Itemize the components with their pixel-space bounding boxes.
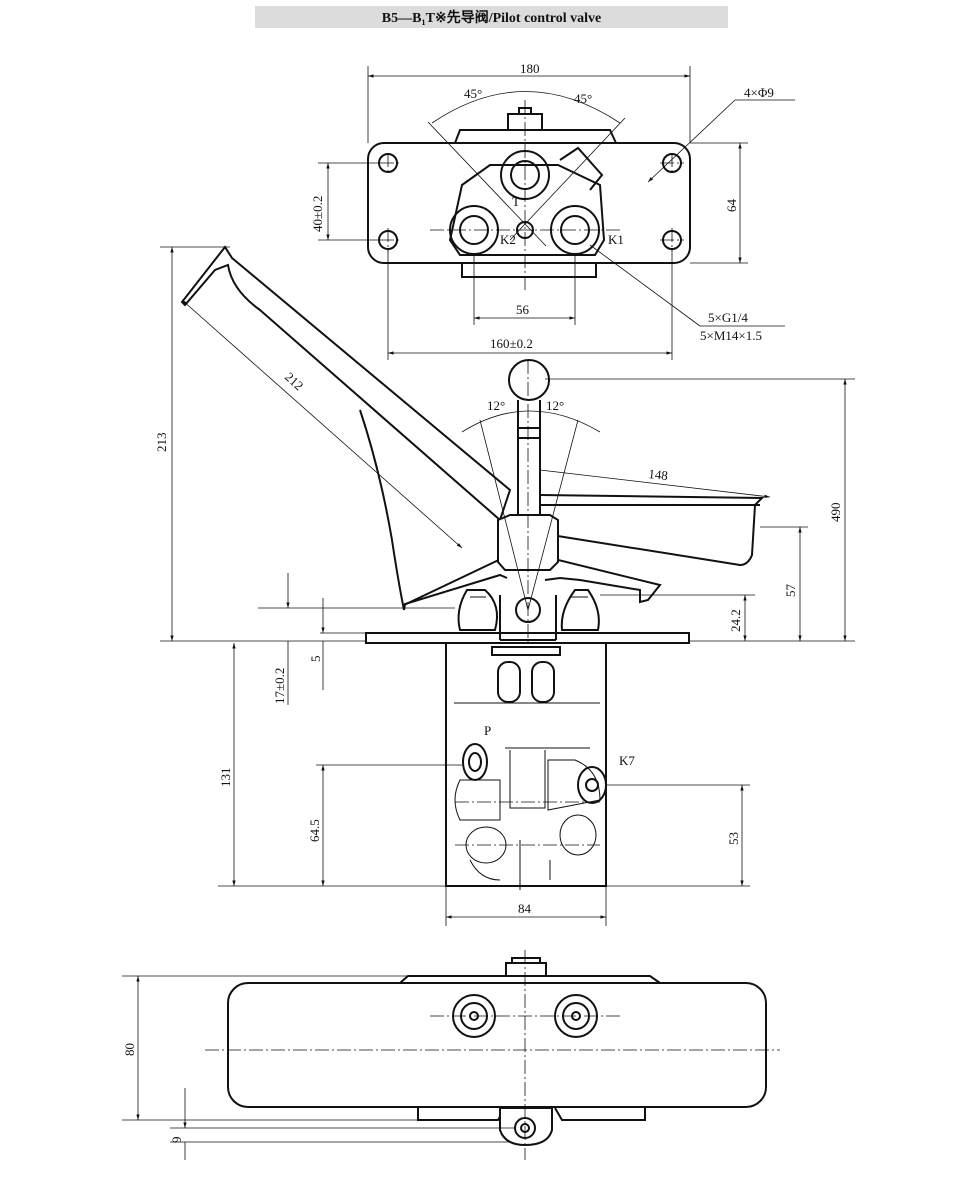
port-t-label: T bbox=[512, 194, 520, 209]
right-pedal bbox=[519, 494, 765, 567]
port-k1-label: K1 bbox=[608, 232, 624, 247]
bottom-housing bbox=[227, 982, 767, 1108]
port-k7-label: K7 bbox=[619, 753, 635, 768]
bottom-lug bbox=[499, 1107, 553, 1147]
lever-shaft bbox=[517, 400, 541, 520]
angle-12-right: 12° bbox=[546, 398, 564, 413]
plunger-right bbox=[560, 589, 600, 631]
dim-148: 148 bbox=[648, 466, 669, 483]
holes-label: 4×Φ9 bbox=[744, 85, 774, 100]
dim-9: 9 bbox=[169, 1137, 184, 1144]
angle-45-right: 45° bbox=[574, 91, 592, 106]
dim-213: 213 bbox=[154, 433, 169, 453]
top-bracket bbox=[454, 129, 617, 144]
front-view: 213 212 12° 12° 148 490 57 24.2 5 17±0.2… bbox=[154, 245, 855, 926]
left-pedal bbox=[180, 245, 512, 522]
angle-12-left: 12° bbox=[487, 398, 505, 413]
thread-label-2: 5×M14×1.5 bbox=[700, 328, 762, 343]
drawing-title: B5—B₁T※先导阀/Pilot control valve bbox=[255, 6, 728, 28]
top-lever-stub bbox=[559, 146, 604, 191]
dim-80: 80 bbox=[122, 1043, 137, 1056]
dim-57: 57 bbox=[783, 584, 798, 598]
valve-body bbox=[445, 642, 607, 887]
dim-84: 84 bbox=[518, 901, 532, 916]
dim-24: 24.2 bbox=[728, 609, 743, 632]
top-valve-body bbox=[448, 164, 606, 256]
dim-160: 160±0.2 bbox=[490, 336, 533, 351]
dim-64: 64 bbox=[724, 199, 739, 213]
thread-label-1: 5×G1/4 bbox=[708, 310, 748, 325]
angle-45-left: 45° bbox=[464, 86, 482, 101]
top-view: 180 45° 45° 4×Φ9 40±0.2 64 T K2 K1 56 16… bbox=[310, 61, 795, 360]
dim-5: 5 bbox=[308, 656, 323, 663]
dim-64-5: 64.5 bbox=[307, 819, 322, 842]
port-p-label: P bbox=[484, 723, 491, 738]
dim-180: 180 bbox=[520, 61, 540, 76]
lever-knob-icon bbox=[508, 359, 550, 401]
dim-40: 40±0.2 bbox=[310, 196, 325, 232]
dim-56: 56 bbox=[516, 302, 530, 317]
bottom-view: 80 9 bbox=[122, 950, 780, 1160]
dim-17: 17±0.2 bbox=[272, 668, 287, 704]
base-plate bbox=[365, 632, 690, 644]
dim-212: 212 bbox=[282, 369, 307, 393]
port-k2-label: K2 bbox=[500, 232, 516, 247]
dim-131: 131 bbox=[218, 768, 233, 788]
dim-53: 53 bbox=[726, 832, 741, 845]
left-pedal-support bbox=[359, 409, 405, 611]
dim-490: 490 bbox=[828, 503, 843, 523]
bottom-top-flange bbox=[399, 975, 661, 984]
plunger-left bbox=[457, 589, 498, 631]
top-bottom-slot bbox=[461, 262, 597, 278]
